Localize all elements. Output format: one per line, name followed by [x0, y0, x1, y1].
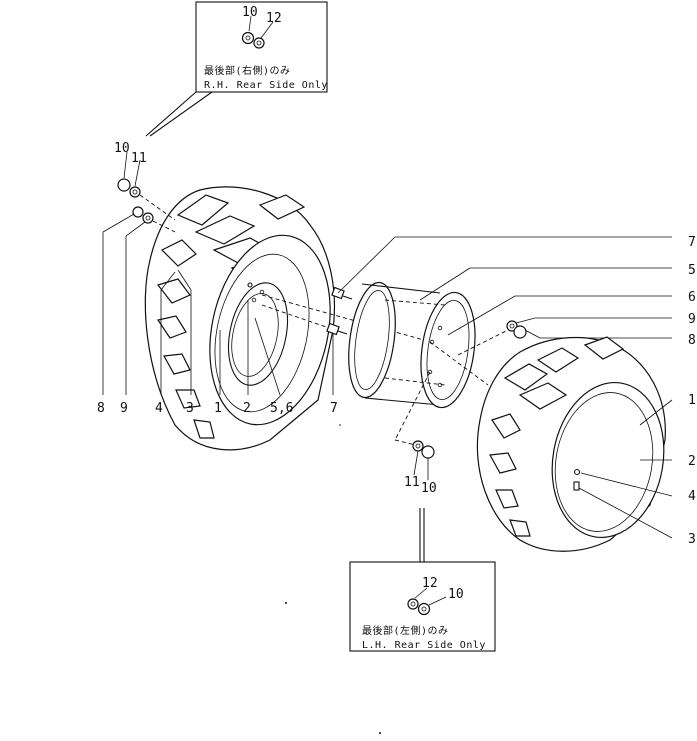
rh-rear-detail-box: 10 12 最後部(右側)のみ R.H. Rear Side Only — [195, 1, 328, 93]
callout-5-right: 5 — [688, 263, 696, 278]
callout-3-right: 3 — [688, 532, 696, 547]
washer-icon — [129, 186, 141, 198]
callout-10-left: 10 — [114, 141, 130, 156]
lh-washer-icon — [407, 598, 419, 610]
callout-8-right: 8 — [688, 333, 696, 348]
callout-8-bottom: 8 — [97, 401, 105, 416]
callout-6-right: 6 — [688, 290, 696, 305]
callout-4-right: 4 — [688, 489, 696, 504]
washer-icon — [142, 212, 154, 224]
callout-4-bottom: 4 — [155, 401, 163, 416]
callout-1-bottom: 1 — [214, 401, 222, 416]
callout-3-bottom: 3 — [186, 401, 194, 416]
callout-1-right: 1 — [688, 393, 696, 408]
left-valve-icon — [247, 282, 253, 288]
callout-9-bottom: 9 — [120, 401, 128, 416]
callout-10-mid: 10 — [421, 481, 437, 496]
callout-5-6-bottom: 5,6 — [270, 401, 293, 416]
nut-icon — [117, 178, 131, 192]
right-valve-icon — [573, 468, 581, 476]
rim-drum — [348, 281, 476, 409]
nut-icon — [513, 325, 527, 339]
callout-11-left: 11 — [131, 151, 147, 166]
lh-part-10-label: 10 — [448, 587, 464, 602]
nut-icon — [421, 445, 435, 459]
left-hardware — [102, 151, 176, 395]
callout-7-right: 7 — [688, 235, 696, 250]
lower-hardware — [412, 440, 435, 459]
lh-part-12-label: 12 — [422, 576, 438, 591]
right-hardware — [457, 320, 527, 356]
rh-note-en: R.H. Rear Side Only — [204, 80, 328, 91]
lh-nut-icon — [417, 602, 431, 616]
callout-7-bottom: 7 — [330, 401, 338, 416]
callout-11-mid: 11 — [404, 475, 420, 490]
rh-part-10-label: 10 — [242, 5, 258, 20]
rh-note-jp: 最後部(右側)のみ — [204, 64, 291, 77]
lh-note-en: L.H. Rear Side Only — [362, 640, 486, 651]
callout-9-right: 9 — [688, 312, 696, 327]
lh-note-jp: 最後部(左側)のみ — [362, 624, 449, 637]
washer-icon — [412, 440, 424, 452]
callout-2-right: 2 — [688, 454, 696, 469]
nut-icon — [132, 206, 144, 218]
lh-rear-detail-box: 12 10 最後部(左側)のみ L.H. Rear Side Only — [349, 561, 496, 652]
callout-2-bottom: 2 — [243, 401, 251, 416]
rh-nut-icon — [241, 31, 255, 45]
right-tire-assembly — [476, 336, 666, 552]
bolt-lower — [326, 322, 348, 336]
rh-washer-icon — [253, 37, 265, 49]
right-valve-cap-icon — [573, 481, 580, 491]
rh-part-12-label: 12 — [266, 11, 282, 26]
left-tire-assembly — [144, 186, 336, 451]
